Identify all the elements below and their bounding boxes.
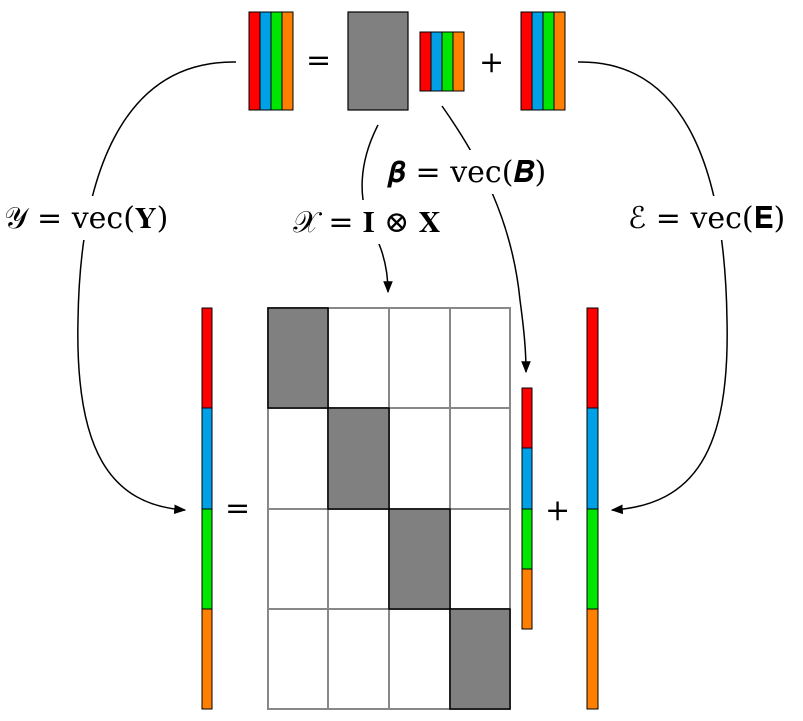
e-label-backdrop <box>625 196 801 240</box>
top-B-col-green <box>441 31 454 92</box>
top-E-col-red <box>520 11 533 111</box>
top-E-col-orange <box>553 11 566 111</box>
bottom-beta-seg-red <box>521 387 533 449</box>
y-label: 𝒴 = vec(𝐘) <box>4 201 168 236</box>
beta-label: 𝜷 = vec(𝑩) <box>387 155 546 190</box>
top-E-col-green <box>542 11 555 111</box>
bottom-Y-seg-green <box>201 508 213 610</box>
bottom-Y-seg-red <box>201 307 213 409</box>
y-label-backdrop <box>2 196 187 240</box>
bottom-E-seg-blue <box>586 407 599 510</box>
top-X-matrix <box>347 11 409 111</box>
kronecker-block-matrix <box>267 307 511 710</box>
kron-block-4 <box>449 608 511 710</box>
bottom-E-vector <box>586 307 599 710</box>
x-label: 𝒳 = 𝐈 ⊗ 𝐗 <box>293 205 440 240</box>
bottom-E-seg-red <box>586 307 599 409</box>
arrow-Y-vec <box>77 61 237 515</box>
kron-block-1 <box>267 307 329 409</box>
top-plus-sign: + <box>479 45 504 80</box>
bottom-Y-vector <box>201 307 213 710</box>
top-B-col-red <box>419 31 432 92</box>
top-equals-sign: = <box>306 43 331 78</box>
kron-block-outlines <box>267 307 511 710</box>
e-label: ℰ = vec(𝐄) <box>628 201 785 236</box>
top-E-col-blue <box>531 11 544 111</box>
bottom-E-seg-green <box>586 508 599 610</box>
top-E-matrix <box>520 11 566 111</box>
x-label-backdrop <box>290 200 434 244</box>
arrow-B-vec <box>441 105 531 374</box>
top-Y-col-orange <box>281 11 294 111</box>
bottom-beta-vector <box>521 387 533 630</box>
bottom-beta-seg-blue <box>521 447 533 510</box>
top-Y-matrix <box>248 11 294 111</box>
top-B-col-orange <box>452 31 465 92</box>
bottom-Y-seg-blue <box>201 407 213 510</box>
bottom-E-seg-orange <box>586 608 599 710</box>
bottom-equals-sign: = <box>225 491 250 526</box>
top-Y-col-blue <box>259 11 272 111</box>
bottom-beta-seg-green <box>521 508 533 570</box>
top-Y-col-red <box>248 11 261 111</box>
top-Y-col-green <box>270 11 283 111</box>
top-B-col-blue <box>430 31 443 92</box>
beta-label-backdrop <box>385 150 569 194</box>
top-B-matrix <box>419 31 465 92</box>
kron-block-3 <box>388 508 451 610</box>
arrow-E-vec <box>577 61 728 515</box>
kron-block-2 <box>327 407 390 510</box>
bottom-beta-seg-orange <box>521 568 533 630</box>
bottom-plus-sign: + <box>545 493 570 528</box>
bottom-Y-seg-orange <box>201 608 213 710</box>
